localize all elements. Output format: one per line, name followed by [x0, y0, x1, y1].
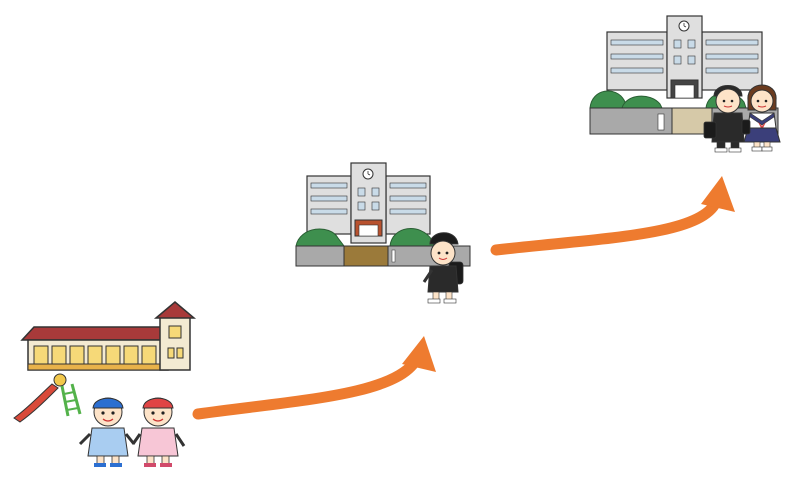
kindergarten-icon	[13, 301, 197, 423]
elementary-school-scene	[295, 162, 471, 304]
elementary-student	[422, 232, 464, 304]
secondary-school-scene	[589, 15, 781, 153]
secondary-student-girl	[741, 84, 781, 152]
secondary-student-boy	[703, 85, 745, 153]
kindergarten-child-boy	[78, 397, 136, 467]
kindergarten-scene	[13, 301, 197, 467]
progress-arrow-2	[490, 176, 735, 256]
kindergarten-building	[20, 301, 197, 371]
progress-arrow-1	[192, 336, 436, 420]
kindergarten-child-girl	[131, 397, 186, 467]
playground-slide	[13, 373, 82, 423]
